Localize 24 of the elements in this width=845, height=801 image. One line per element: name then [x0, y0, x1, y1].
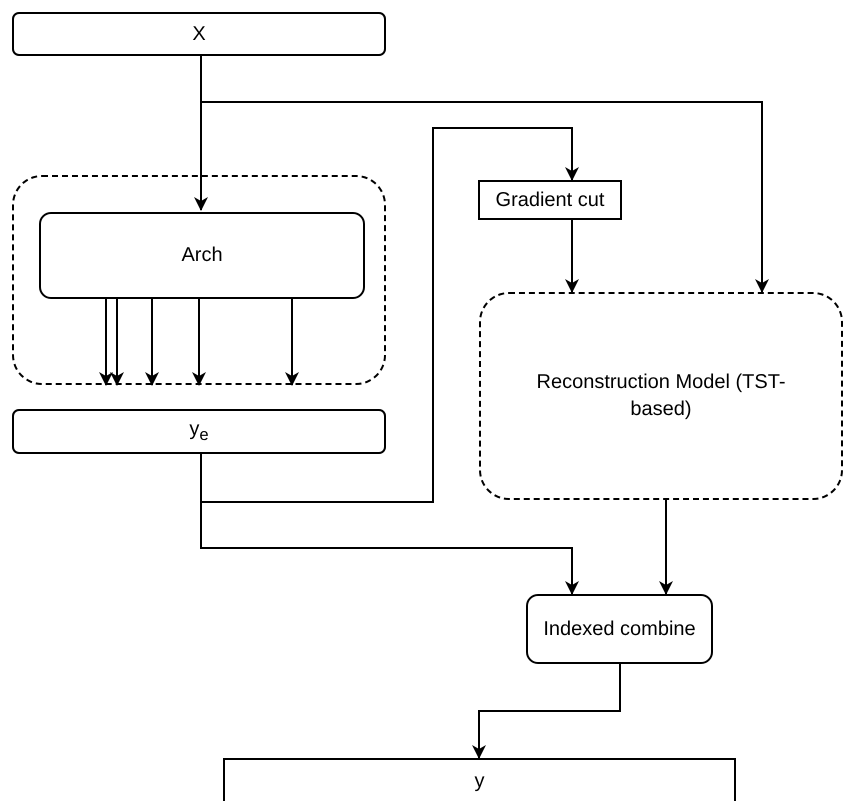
arrow [145, 297, 159, 386]
arrow [285, 297, 299, 386]
process-box [478, 180, 622, 220]
process-box [12, 409, 386, 454]
node-label: y [474, 769, 484, 794]
node-label: Arch [181, 243, 223, 268]
arrow [200, 127, 579, 503]
arrow [110, 297, 124, 386]
dashed-group-box [479, 292, 843, 500]
node-label: Reconstruction Model (TST-based) [536, 370, 786, 422]
arrow [99, 297, 113, 386]
output-box [223, 758, 736, 801]
arrow [659, 500, 673, 595]
node-label: Indexed combine [543, 616, 696, 642]
arrow [192, 297, 206, 386]
node-label: Gradient cut [496, 188, 604, 212]
process-box [12, 12, 386, 56]
node-label: X [192, 22, 206, 46]
dashed-group-box [12, 175, 386, 385]
node-label: y$_{e}$ [189, 417, 209, 446]
process-box [526, 594, 713, 664]
process-box [39, 212, 365, 299]
arrow [565, 220, 579, 293]
arrow [472, 664, 621, 759]
